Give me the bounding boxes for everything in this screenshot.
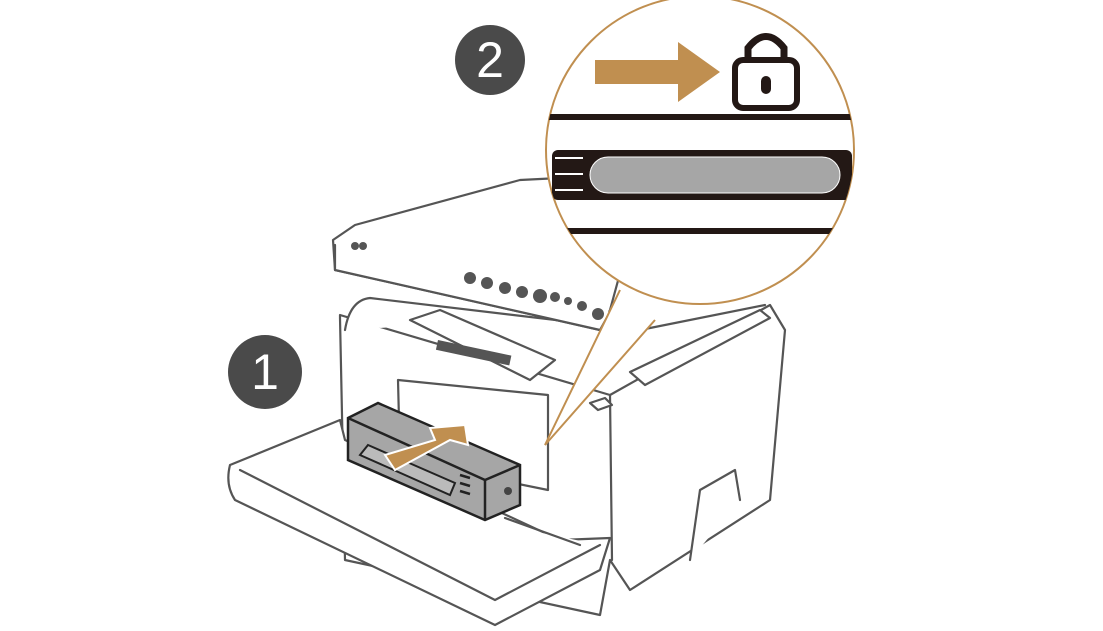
step-number: 2 (476, 32, 504, 88)
cartridge (346, 401, 522, 522)
step-badge-1: 1 (228, 335, 302, 409)
step-number: 1 (251, 344, 279, 400)
paper-tray (227, 418, 612, 627)
control-panel-buttons (351, 242, 604, 320)
lock-icon (732, 33, 800, 111)
step-badge-2: 2 (455, 25, 525, 95)
insert-arrow-icon (383, 423, 470, 472)
zoom-callout (544, 0, 855, 446)
lock-direction-arrow-icon (595, 42, 720, 102)
